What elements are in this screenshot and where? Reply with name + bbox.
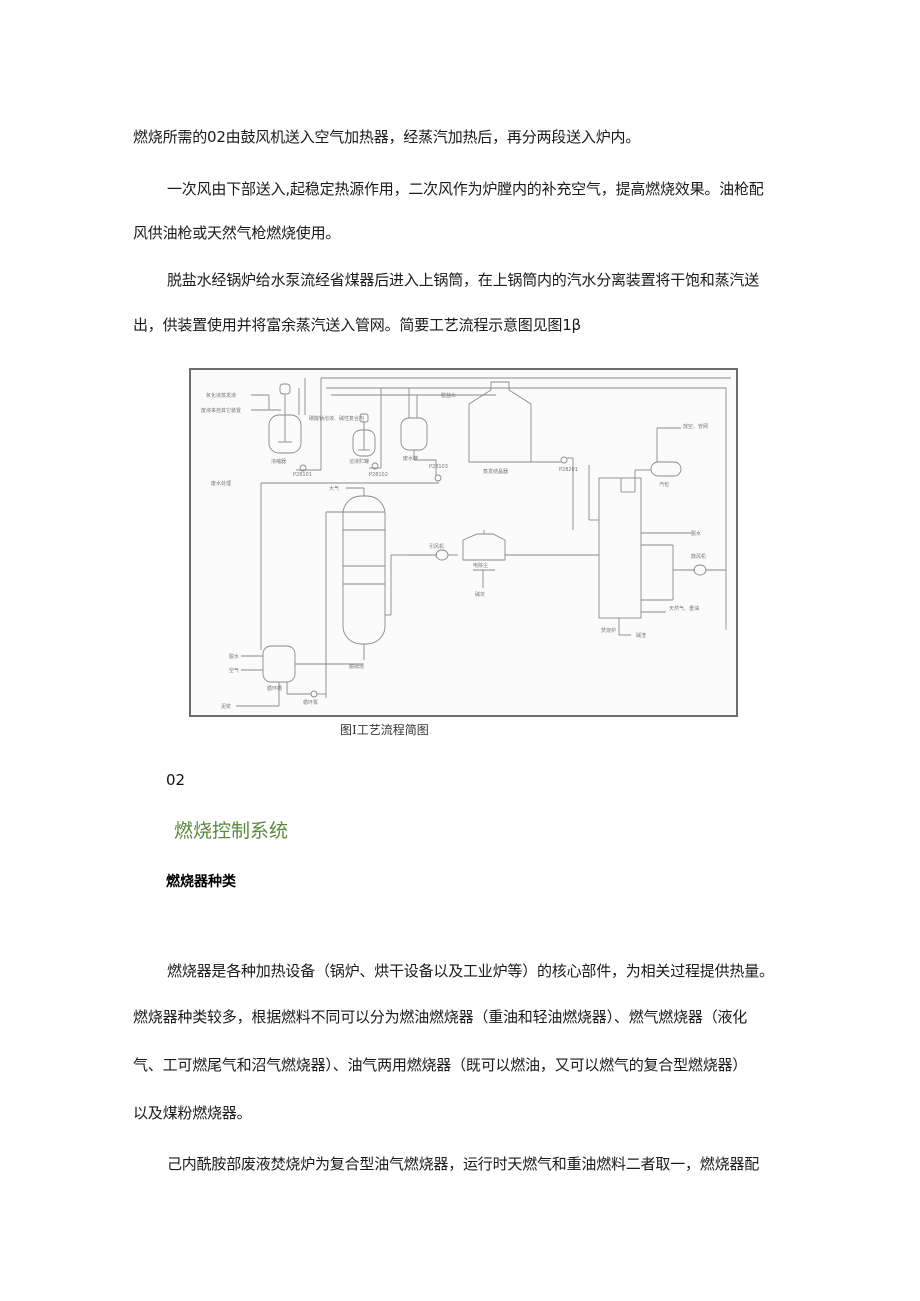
label-blower: 鼓风机 bbox=[691, 553, 706, 560]
label-sludge: 泥浆 bbox=[221, 703, 231, 710]
label-water-in: 脱水 bbox=[229, 653, 239, 660]
label-fan: 引风机 bbox=[429, 543, 444, 550]
process-flow-diagram: 氧化液蒸发液 废液来自其它装置 脱盐水 碳酸钠溶液、碱性复合剂 浓缩器 溶液贮罐… bbox=[189, 368, 738, 717]
figure-caption: 图I工艺流程简图 bbox=[340, 723, 429, 737]
label-vent: 放空、管网 bbox=[683, 423, 708, 430]
label-water-supply: 废水处理 bbox=[211, 480, 231, 487]
label-desalt-water: 脱盐水 bbox=[441, 392, 456, 399]
paragraph-burner-types-end: 以及煤粉燃烧器。 bbox=[133, 1104, 252, 1122]
subheading-burner-types: 燃烧器种类 bbox=[166, 874, 236, 890]
label-evaporator: 蒸发结晶器 bbox=[483, 468, 508, 475]
label-additive: 碳酸钠溶液、碱性复合剂 bbox=[309, 415, 364, 422]
paragraph-caprolactam: 己内酰胺部废液焚烧炉为复合型油气燃烧器，运行时天燃气和重油燃料二者取一，燃烧器配 bbox=[167, 1155, 760, 1173]
label-feed1: 氧化液蒸发液 bbox=[206, 392, 236, 399]
paragraph-burner-types: 燃烧器种类较多，根据燃料不同可以分为燃油燃烧器（重油和轻油燃烧器）、燃气燃烧器（… bbox=[133, 1008, 748, 1026]
label-pump2: P28102 bbox=[369, 472, 388, 478]
label-circ-tank: 循环槽 bbox=[267, 685, 282, 692]
paragraph-burner-types-cont: 气、工可燃尾气和沼气燃烧器）、油气两用燃烧器（既可以燃油，又可以燃气的复合型燃烧… bbox=[133, 1056, 748, 1074]
label-tank1: 浓缩器 bbox=[271, 458, 286, 465]
label-natural-gas: 天然气、重油 bbox=[669, 605, 699, 612]
paragraph-desalted-water: 脱盐水经锅炉给水泵流经省煤器后进入上锅筒，在上锅筒内的汽水分离装置将干饱和蒸汽送 bbox=[167, 271, 760, 289]
flow-diagram-svg: 氧化液蒸发液 废液来自其它装置 脱盐水 碳酸钠溶液、碱性复合剂 浓缩器 溶液贮罐… bbox=[201, 377, 731, 710]
label-slag: 碱渣 bbox=[636, 632, 646, 639]
label-air-in: 空气 bbox=[229, 667, 239, 674]
paragraph-desalted-water-cont: 出，供装置使用并将富余蒸汽送入管网。简要工艺流程示意图见图1β bbox=[133, 316, 581, 334]
label-tank3: 废水罐 bbox=[403, 455, 418, 462]
label-pump4: P28201 bbox=[559, 467, 578, 473]
section-title: 燃烧控制系统 bbox=[174, 820, 289, 842]
label-precipitator: 电除尘 bbox=[473, 562, 488, 569]
label-tank2: 溶液贮罐 bbox=[349, 458, 369, 465]
paragraph-primary-air: 一次风由下部送入,起稳定热源作用，二次风作为炉膛内的补充空气，提高燃烧效果。油枪… bbox=[167, 180, 764, 198]
label-pump3: P28103 bbox=[429, 464, 448, 470]
label-tower: 脱硫塔 bbox=[349, 663, 364, 670]
label-furnace: 焚烧炉 bbox=[601, 627, 616, 634]
paragraph-primary-air-cont: 风供油枪或天然气枪燃烧使用。 bbox=[133, 224, 341, 242]
paragraph-combustion-air: 燃烧所需的02由鼓风机送入空气加热器，经蒸汽加热后，再分两段送入炉内。 bbox=[133, 128, 641, 146]
label-atmosphere: 大气 bbox=[329, 485, 339, 492]
label-drum: 汽包 bbox=[659, 481, 669, 488]
label-ash: 碱灰 bbox=[475, 591, 485, 598]
label-pump1: P28101 bbox=[293, 472, 312, 478]
label-soft-water: 脱水 bbox=[691, 530, 701, 537]
label-circ-pump: 循环泵 bbox=[303, 699, 318, 706]
label-feed2: 废液来自其它装置 bbox=[201, 407, 241, 414]
paragraph-burner-intro: 燃烧器是各种加热设备（锅炉、烘干设备以及工业炉等）的核心部件，为相关过程提供热量… bbox=[167, 962, 774, 980]
section-number: 02 bbox=[166, 771, 186, 789]
